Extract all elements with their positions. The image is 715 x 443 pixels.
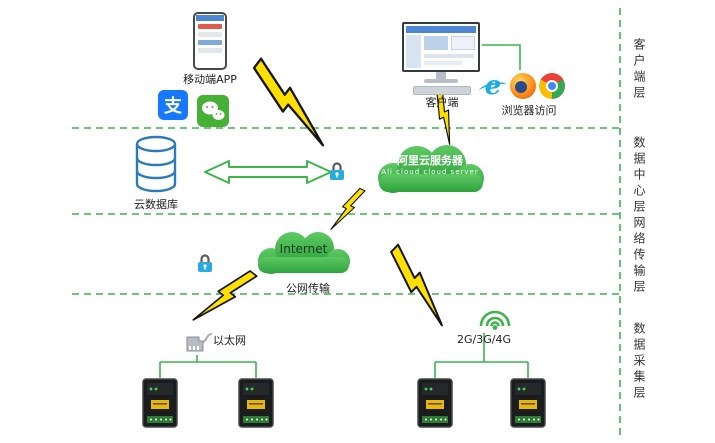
layer-label-client: 客户端层 xyxy=(632,38,646,102)
monitor-browser-connector xyxy=(482,44,521,70)
internet-cloud-icon xyxy=(258,232,350,274)
desktop-monitor-icon xyxy=(402,22,482,98)
cellular-device-tree xyxy=(434,333,529,378)
cloud-server-icon xyxy=(378,145,484,193)
monitor-screen xyxy=(402,22,480,72)
lightning-icon xyxy=(377,243,463,327)
public-transmission-label: 公网传输 xyxy=(286,282,330,295)
device-terminal-icon xyxy=(238,378,274,428)
alipay-glyph: 支 xyxy=(164,96,182,117)
keyboard-icon xyxy=(413,86,471,95)
device-terminal-icon xyxy=(510,378,546,428)
alipay-icon: 支 xyxy=(158,90,188,120)
layer-label-collection: 数据采集层 xyxy=(632,322,646,402)
layer-label-network: 网络传输层 xyxy=(632,216,646,296)
cloud-db-label: 云数据库 xyxy=(134,198,178,211)
sync-arrow-icon xyxy=(204,160,332,184)
cellular-label: 2G/3G/4G xyxy=(457,333,511,346)
wifi-icon xyxy=(479,310,511,330)
lightning-icon xyxy=(240,57,344,147)
firefox-browser-icon xyxy=(510,73,536,99)
lock-icon xyxy=(330,162,344,180)
chrome-browser-icon xyxy=(539,73,565,99)
device-terminal-icon xyxy=(417,378,453,428)
cloud-server-label: 阿里云服务器 Ali cloud cloud server xyxy=(381,154,479,176)
client-pc-label: 客户端 xyxy=(425,96,459,109)
ie-browser-icon: e xyxy=(480,71,506,101)
lock-icon xyxy=(198,254,212,272)
device-terminal-icon xyxy=(142,378,178,428)
internet-label: Internet xyxy=(279,242,328,256)
ie-letter: e xyxy=(484,71,502,101)
database-icon xyxy=(135,135,177,193)
wechat-bubbles xyxy=(202,101,225,120)
wechat-icon xyxy=(197,95,229,127)
mobile-phone-icon xyxy=(193,12,227,70)
ethernet-device-tree xyxy=(159,355,257,378)
ethernet-label: 以太网 xyxy=(213,334,246,347)
ethernet-plug-icon xyxy=(186,333,213,352)
layer-label-datacenter: 数据中心层 xyxy=(632,136,646,216)
mobile-app-label: 移动端APP xyxy=(183,73,237,86)
browser-access-label: 浏览器访问 xyxy=(501,104,557,117)
